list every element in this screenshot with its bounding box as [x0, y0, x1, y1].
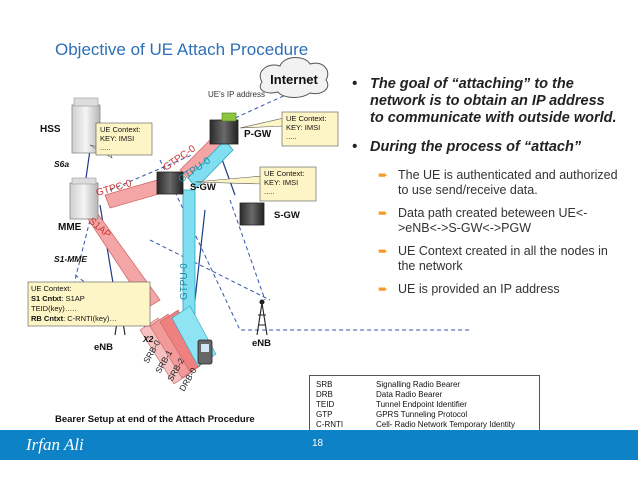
- svg-text:TEID(key)…..: TEID(key)…..: [31, 304, 76, 313]
- ue-phone-icon: [197, 339, 213, 365]
- internet-label: Internet: [270, 72, 318, 87]
- pgw-context-callout: UE Context: KEY: IMSI .....: [239, 111, 339, 147]
- gtpu-enb-sgw-label: GTPU-0: [179, 263, 190, 300]
- svg-text:RB Cntxt: C-RNTI(key)…: RB Cntxt: C-RNTI(key)…: [31, 314, 117, 323]
- svg-text:UE Context:: UE Context:: [264, 169, 304, 178]
- mme-server-icon: [69, 177, 99, 220]
- sgw-label: S-GW: [190, 182, 216, 193]
- sub-bullet: ➨UE is provided an IP address: [378, 282, 560, 296]
- page-number: 18: [312, 438, 324, 449]
- enb-label: eNB: [94, 342, 113, 353]
- sgw-context-callout: UE Context: KEY: IMSI .....: [194, 166, 317, 202]
- network-diagram: Internet UE's IP address HSS MME P-GW S-…: [27, 57, 470, 393]
- ue-ip-label: UE's IP address: [208, 90, 265, 99]
- svg-text:UE Context:: UE Context:: [100, 125, 140, 134]
- sub-bullet: ➨Data path created beteween UE<->eNB<->S…: [378, 206, 588, 235]
- page-title: Objective of UE Attach Procedure: [55, 40, 309, 59]
- enb-2-antenna-icon: [256, 299, 268, 336]
- sub-bullet: ➨UE Context created in all the nodes in …: [378, 244, 608, 273]
- s1-mme-label: S1-MME: [54, 254, 87, 264]
- svg-text:UE Context:: UE Context:: [31, 284, 71, 293]
- arrow-icon: ➨: [378, 168, 389, 182]
- arrow-icon: ➨: [378, 206, 389, 220]
- arrow-icon: ➨: [378, 282, 389, 296]
- bullet-during: •During the process of “attach”: [352, 139, 582, 155]
- sgw-2-label: S-GW: [274, 210, 300, 221]
- mme-label: MME: [58, 222, 82, 233]
- hss-server-icon: [71, 97, 101, 154]
- bullet-goal: •The goal of “attaching” to the network …: [352, 76, 617, 126]
- hss-context-callout: UE Context: KEY: IMSI .....: [89, 122, 153, 159]
- sgw-server-icon: [156, 171, 184, 195]
- s6a-label: S6a: [54, 159, 69, 169]
- svg-text:.....: .....: [100, 143, 110, 152]
- svg-text:S1 Cntxt: S1AP: S1 Cntxt: S1AP: [31, 294, 85, 303]
- svg-text:.....: .....: [286, 132, 296, 141]
- svg-text:KEY: IMSI: KEY: IMSI: [286, 123, 320, 132]
- sgw-server-2-icon: [239, 202, 265, 226]
- pgw-label: P-GW: [244, 129, 272, 140]
- arrow-icon: ➨: [378, 244, 389, 258]
- enb-context-callout: UE Context: S1 Cntxt: S1AP TEID(key)….. …: [27, 281, 152, 327]
- pgw-server-icon: [209, 112, 239, 145]
- sub-bullet: ➨The UE is authenticated and authorized …: [378, 168, 618, 197]
- svg-text:KEY: IMSI: KEY: IMSI: [264, 178, 298, 187]
- footer-bar: Irfan Ali 18: [0, 430, 638, 460]
- hss-label: HSS: [40, 124, 61, 135]
- diagram-caption: Bearer Setup at end of the Attach Proced…: [55, 414, 255, 425]
- svg-text:.....: .....: [264, 187, 274, 196]
- x2-label: X2: [142, 334, 154, 344]
- enb-2-label: eNB: [252, 338, 271, 349]
- svg-text:UE Context:: UE Context:: [286, 114, 326, 123]
- internet-cloud-icon: [259, 57, 329, 98]
- bullet-list: •The goal of “attaching” to the network …: [352, 76, 622, 305]
- svg-text:KEY: IMSI: KEY: IMSI: [100, 134, 134, 143]
- author-name: Irfan Ali: [26, 435, 84, 454]
- gtpu-tunnel-sgw-pgw: [187, 139, 234, 189]
